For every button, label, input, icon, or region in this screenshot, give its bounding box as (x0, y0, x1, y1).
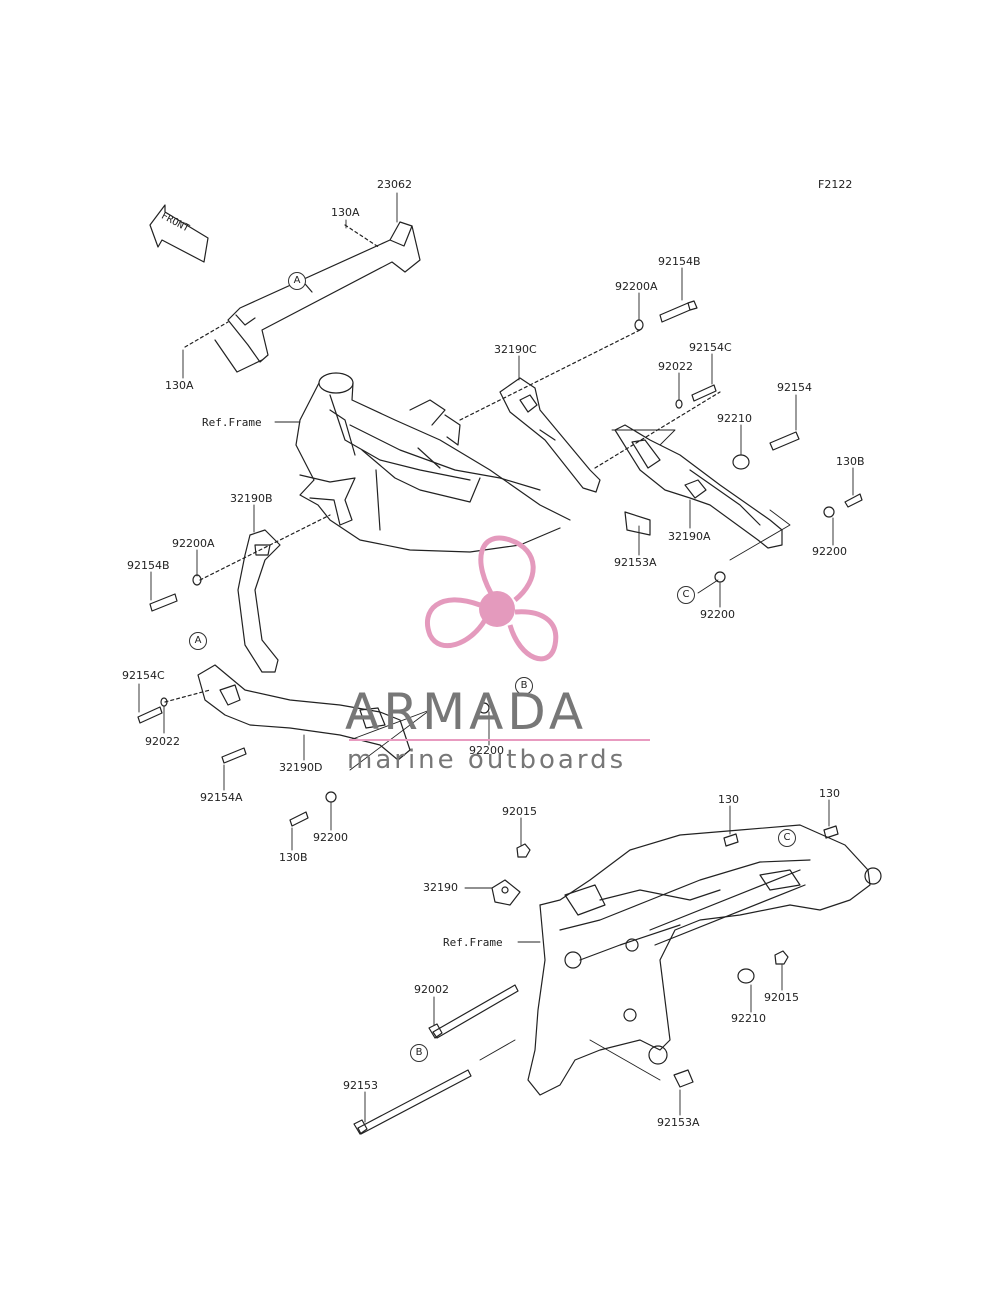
watermark-brand: ARMADA (345, 683, 588, 741)
spacer-92210-lower (737, 968, 755, 984)
marker-a-lower: A (189, 632, 207, 650)
bracket-32190 (491, 879, 521, 906)
part-label-92015-right[interactable]: 92015 (764, 991, 799, 1004)
part-label-92210-lower[interactable]: 92210 (731, 1012, 766, 1025)
ref-frame-label-lower: Ref.Frame (443, 936, 503, 949)
bolt-92154A (221, 747, 247, 764)
part-label-92200-right[interactable]: 92200 (812, 545, 847, 558)
bolt-130B-left (289, 811, 309, 827)
part-label-92200-lower[interactable]: 92200 (700, 608, 735, 621)
part-label-92154A[interactable]: 92154A (200, 791, 243, 804)
marker-c-lower: C (778, 829, 796, 847)
part-label-130-a[interactable]: 130 (718, 793, 739, 806)
bolt-130-a (723, 833, 739, 847)
front-arrow-icon (149, 204, 209, 263)
through-bolt-92153 (353, 1069, 472, 1135)
part-label-92154B-right[interactable]: 92154B (658, 255, 701, 268)
washer-92200-lower (714, 571, 726, 583)
marker-b-upper: B (515, 677, 533, 695)
washer-92200-low-left (325, 791, 337, 803)
bracket-32190D (164, 664, 411, 761)
part-label-92200A-left[interactable]: 92200A (172, 537, 215, 550)
watermark-tagline: marine outboards (347, 745, 627, 775)
upper-crossmember-bracket (184, 221, 421, 373)
bolt-92154B-right (659, 300, 698, 323)
part-label-23062[interactable]: 23062 (377, 178, 412, 191)
part-label-92200-mid[interactable]: 92200 (469, 744, 504, 757)
lower-main-frame (527, 824, 882, 1096)
part-label-92015-top[interactable]: 92015 (502, 805, 537, 818)
part-label-130B-left[interactable]: 130B (279, 851, 308, 864)
bolt-92154 (769, 431, 800, 451)
part-label-32190A[interactable]: 32190A (668, 530, 711, 543)
part-label-32190B[interactable]: 32190B (230, 492, 273, 505)
part-label-32190C[interactable]: 32190C (494, 343, 537, 356)
through-bolt-92002 (428, 984, 519, 1039)
bracket-32190C (459, 329, 641, 493)
part-label-92154C-right[interactable]: 92154C (689, 341, 732, 354)
part-label-130A-left[interactable]: 130A (165, 379, 194, 392)
part-label-92022-left[interactable]: 92022 (145, 735, 180, 748)
bolt-92154C-right (691, 384, 717, 402)
bolt-92154B-left (149, 593, 178, 612)
washer-92200A-right (634, 319, 644, 331)
part-label-130A-top[interactable]: 130A (331, 206, 360, 219)
part-label-92153A-upper[interactable]: 92153A (614, 556, 657, 569)
washer-92200-mid (478, 702, 490, 714)
part-label-130B-right[interactable]: 130B (836, 455, 865, 468)
marker-c-upper: C (677, 586, 695, 604)
part-label-92002[interactable]: 92002 (414, 983, 449, 996)
nut-92015-top (516, 843, 531, 858)
bolt-130B-right (844, 493, 863, 508)
part-label-92200-low-left[interactable]: 92200 (313, 831, 348, 844)
marker-b-lower: B (410, 1044, 428, 1062)
part-label-92154C-left[interactable]: 92154C (122, 669, 165, 682)
part-label-92154[interactable]: 92154 (777, 381, 812, 394)
diagram-code: F2122 (818, 178, 853, 191)
ref-frame-label-upper: Ref.Frame (202, 416, 262, 429)
part-label-92022-right[interactable]: 92022 (658, 360, 693, 373)
watermark-divider (349, 739, 650, 741)
washer-92200-right (823, 506, 835, 518)
part-label-92200A-right[interactable]: 92200A (615, 280, 658, 293)
part-label-130-b[interactable]: 130 (819, 787, 840, 800)
bracket-32190A (594, 391, 783, 549)
part-label-92154B-left[interactable]: 92154B (127, 559, 170, 572)
collar-92153A-lower (673, 1069, 694, 1088)
nut-92015-right (774, 950, 789, 965)
watermark-propeller-icon (425, 535, 559, 662)
part-label-32190[interactable]: 32190 (423, 881, 458, 894)
bracket-32190B (199, 514, 331, 673)
marker-a-upper: A (288, 272, 306, 290)
part-label-92153[interactable]: 92153 (343, 1079, 378, 1092)
washer-92022-right (675, 399, 683, 409)
part-label-32190D[interactable]: 32190D (279, 761, 323, 774)
bolt-130-b (823, 825, 839, 839)
bolt-92154C-left (137, 706, 163, 724)
upper-main-frame (295, 372, 571, 553)
part-label-92153A-lower[interactable]: 92153A (657, 1116, 700, 1129)
part-label-92210-upper[interactable]: 92210 (717, 412, 752, 425)
